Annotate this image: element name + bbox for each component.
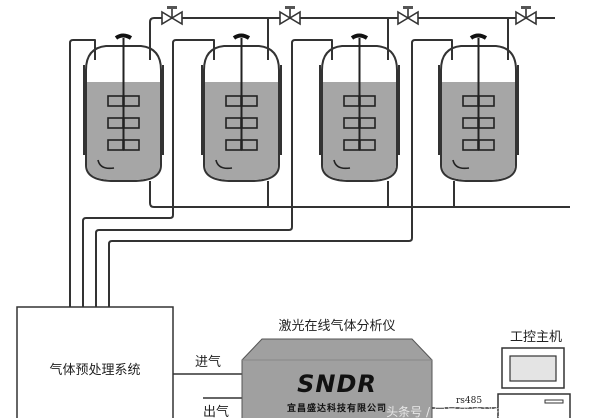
analyzer-company: 宜昌盛达科技有限公司 bbox=[287, 402, 387, 414]
bottom-pipes bbox=[149, 181, 570, 208]
pretreatment-label: 气体预处理系统 bbox=[49, 362, 140, 378]
sampling-pipes bbox=[69, 39, 453, 307]
computer-icon bbox=[497, 347, 571, 418]
valve-icon bbox=[397, 5, 419, 25]
sndr-logo: SNDR bbox=[297, 370, 377, 398]
fermenter-tank-4 bbox=[437, 33, 520, 183]
watermark: 头条号 / 宜昌盛达科技有限公司 bbox=[386, 404, 554, 418]
analyzer-label: 激光在线气体分析仪 bbox=[278, 318, 395, 334]
valve-icon bbox=[515, 5, 537, 25]
computer-label: 工控主机 bbox=[510, 330, 562, 345]
exhaust-pipes bbox=[149, 17, 555, 60]
pretreatment-system-box bbox=[16, 306, 174, 418]
inlet-gas-label: 进气 bbox=[195, 354, 221, 370]
outlet-gas-label: 出气 bbox=[203, 404, 229, 418]
valve-icon bbox=[279, 5, 301, 25]
valve-icon bbox=[161, 5, 183, 25]
rs485-label: rs485 bbox=[456, 396, 482, 406]
